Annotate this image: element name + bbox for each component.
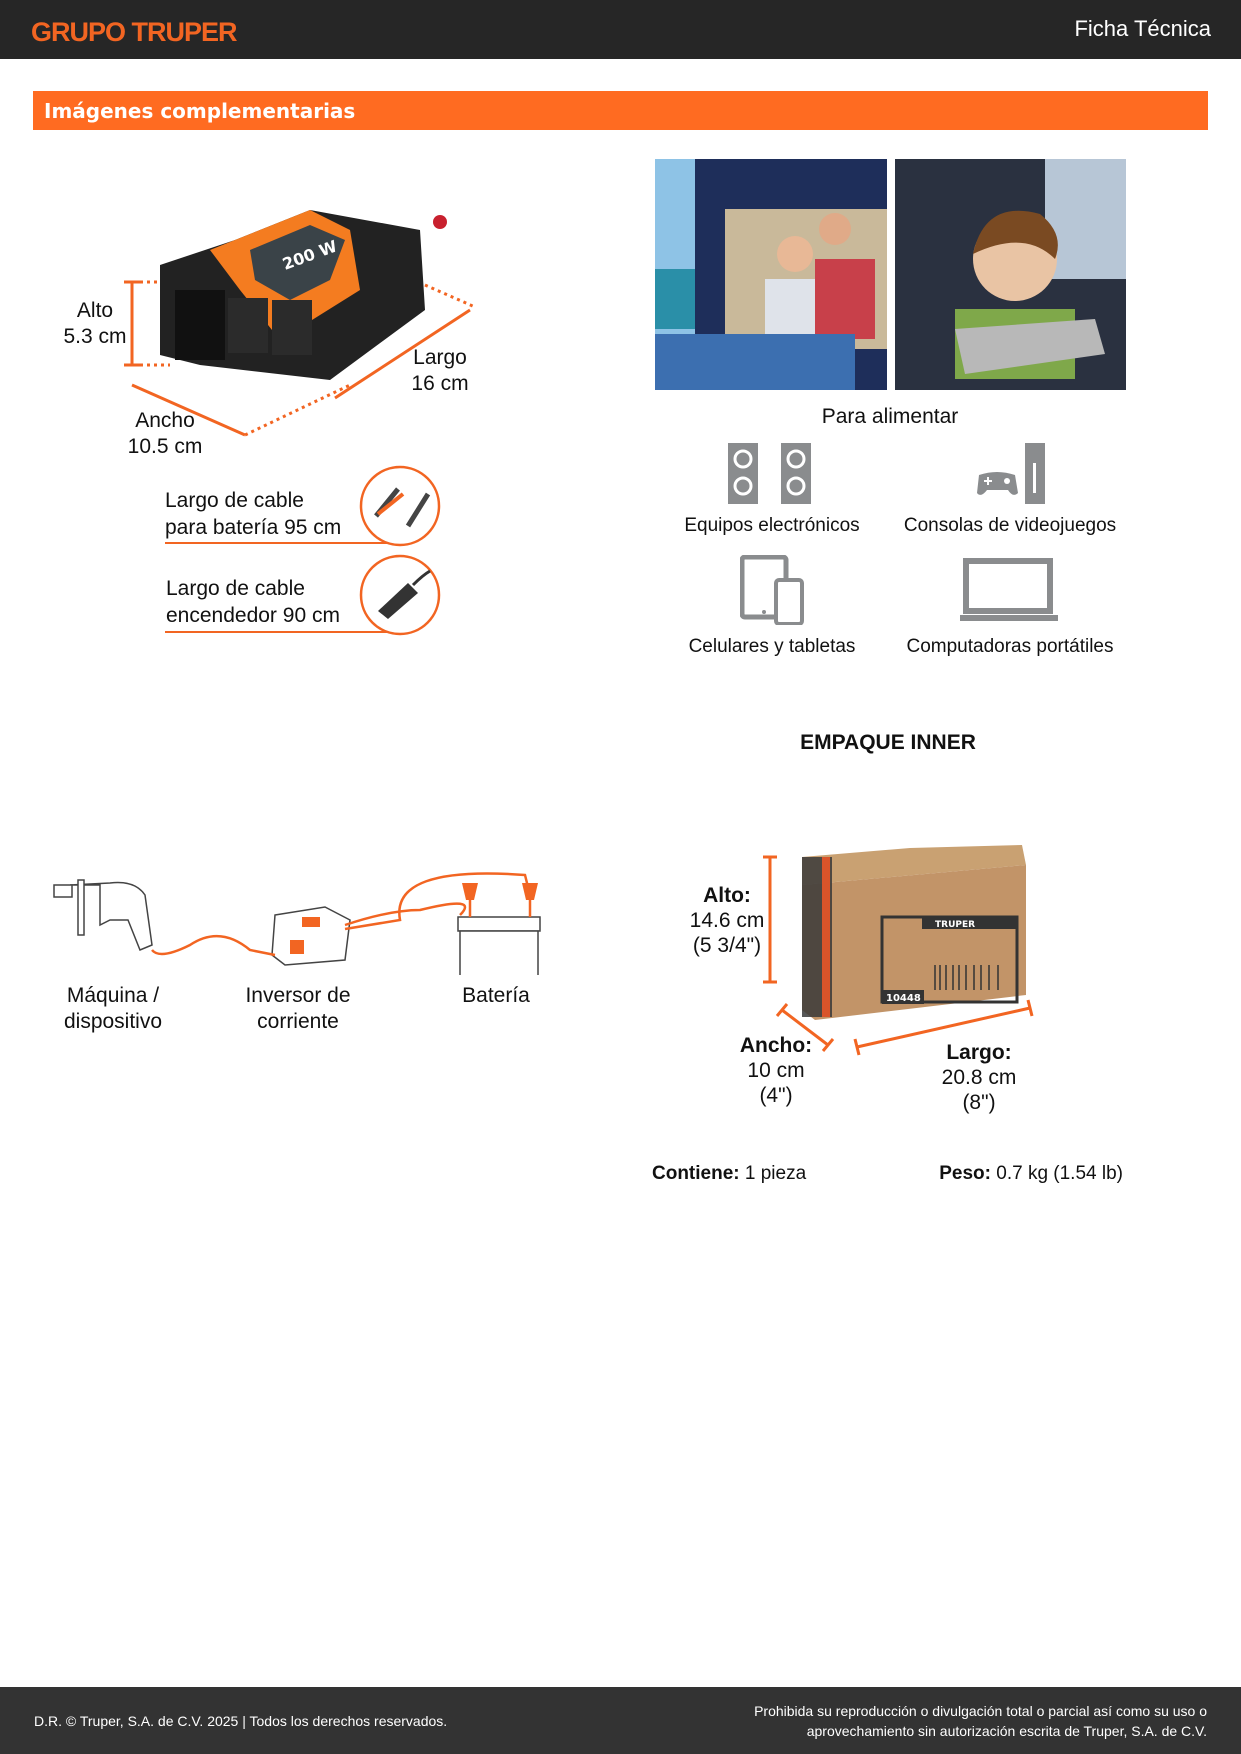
section-header: Imágenes complementarias bbox=[33, 91, 1208, 130]
cable-lighter-line1: Largo de cable bbox=[166, 577, 305, 600]
page-footer: D.R. © Truper, S.A. de C.V. 2025 | Todos… bbox=[0, 1687, 1241, 1754]
cable-battery-label: Largo de cable para batería 95 cm bbox=[165, 487, 341, 541]
package-box-image: TRUPER 10448 bbox=[763, 845, 1034, 1056]
inverter-line2: corriente bbox=[257, 1010, 339, 1033]
cable-lighter-line2: encendedor 90 cm bbox=[166, 604, 340, 627]
child-tablet-photo bbox=[895, 159, 1126, 390]
package-contents: Contiene: 1 pieza bbox=[652, 1163, 806, 1185]
inverter-icon bbox=[271, 906, 351, 966]
copyright-text: D.R. © Truper, S.A. de C.V. 2025 | Todos… bbox=[34, 1713, 448, 1729]
connection-diagram bbox=[53, 872, 541, 975]
use-label-electronics: Equipos electrónicos bbox=[684, 515, 860, 536]
ancho-value: 10.5 cm bbox=[127, 435, 203, 458]
box-brand: TRUPER bbox=[935, 920, 975, 930]
product-largo-label: Largo 16 cm bbox=[400, 345, 480, 397]
use-label-laptops: Computadoras portátiles bbox=[906, 636, 1114, 657]
uses-title: Para alimentar bbox=[821, 405, 959, 428]
diagram-inverter-label: Inversor de corriente bbox=[228, 983, 368, 1035]
largo-label: Largo bbox=[413, 346, 467, 369]
diagram-battery-label: Batería bbox=[462, 984, 530, 1007]
section-title: Imágenes complementarias bbox=[44, 99, 356, 123]
package-largo-label: Largo: bbox=[946, 1041, 1012, 1064]
inverter-line1: Inversor de bbox=[245, 984, 351, 1007]
box-code: 10448 bbox=[886, 993, 921, 1004]
package-alto-cm: 14.6 cm bbox=[689, 909, 765, 932]
laptop-icon bbox=[960, 558, 1058, 621]
brand-logo: GRUPO TRUPER bbox=[31, 17, 238, 47]
weight-label: Peso: bbox=[939, 1163, 991, 1184]
divider bbox=[165, 542, 395, 544]
contents-label: Contiene: bbox=[652, 1163, 740, 1184]
tablet-phone-icon bbox=[740, 555, 804, 625]
package-ancho: Ancho: 10 cm (4") bbox=[726, 1033, 826, 1108]
package-title: EMPAQUE INNER bbox=[800, 731, 976, 754]
diagram-device-label: Máquina / dispositivo bbox=[48, 983, 178, 1035]
page-header: GRUPO TRUPER Ficha Técnica bbox=[0, 0, 1241, 59]
package-largo: Largo: 20.8 cm (8") bbox=[929, 1040, 1029, 1115]
use-label-consoles: Consolas de videojuegos bbox=[903, 515, 1117, 536]
speakers-icon bbox=[728, 443, 811, 504]
drill-icon bbox=[53, 879, 153, 951]
legal-notice-line2: aprovechamiento sin autorización escrita… bbox=[806, 1723, 1207, 1739]
largo-value: 16 cm bbox=[411, 372, 469, 395]
contents-value: 1 pieza bbox=[744, 1163, 807, 1184]
alto-label: Alto bbox=[76, 299, 114, 322]
package-alto: Alto: 14.6 cm (5 3/4") bbox=[677, 883, 777, 958]
product-ancho-label: Ancho 10.5 cm bbox=[120, 408, 210, 460]
package-ancho-cm: 10 cm bbox=[747, 1059, 805, 1082]
package-ancho-in: (4") bbox=[759, 1084, 793, 1107]
product-alto-label: Alto 5.3 cm bbox=[55, 298, 135, 350]
inverter-product-image: 200 W bbox=[124, 210, 476, 437]
legal-notice: Prohibida su reproducción o divulgación … bbox=[754, 1701, 1207, 1741]
document-title: Ficha Técnica bbox=[1074, 16, 1211, 41]
game-console-icon bbox=[977, 443, 1045, 504]
battery-clamps-icon bbox=[359, 465, 441, 547]
battery-icon bbox=[457, 916, 541, 975]
device-line1: Máquina / bbox=[66, 984, 160, 1007]
package-ancho-label: Ancho: bbox=[739, 1034, 813, 1057]
legal-notice-line1: Prohibida su reproducción o divulgación … bbox=[754, 1703, 1207, 1719]
use-label-phones: Celulares y tabletas bbox=[688, 636, 856, 657]
package-largo-cm: 20.8 cm bbox=[941, 1066, 1017, 1089]
couple-car-photo bbox=[655, 159, 887, 390]
package-largo-in: (8") bbox=[962, 1091, 996, 1114]
package-alto-label: Alto: bbox=[703, 884, 751, 907]
ancho-label: Ancho bbox=[135, 409, 195, 432]
device-line2: dispositivo bbox=[63, 1010, 163, 1033]
weight-value: 0.7 kg (1.54 lb) bbox=[996, 1163, 1123, 1184]
package-alto-in: (5 3/4") bbox=[692, 934, 762, 957]
package-weight: Peso: 0.7 kg (1.54 lb) bbox=[939, 1163, 1123, 1185]
car-lighter-plug-icon bbox=[359, 554, 441, 636]
alto-value: 5.3 cm bbox=[63, 325, 127, 348]
cable-lighter-label: Largo de cable encendedor 90 cm bbox=[166, 575, 340, 629]
divider bbox=[165, 631, 395, 633]
cable-battery-line1: Largo de cable bbox=[165, 489, 304, 512]
cable-battery-line2: para batería 95 cm bbox=[165, 516, 342, 539]
